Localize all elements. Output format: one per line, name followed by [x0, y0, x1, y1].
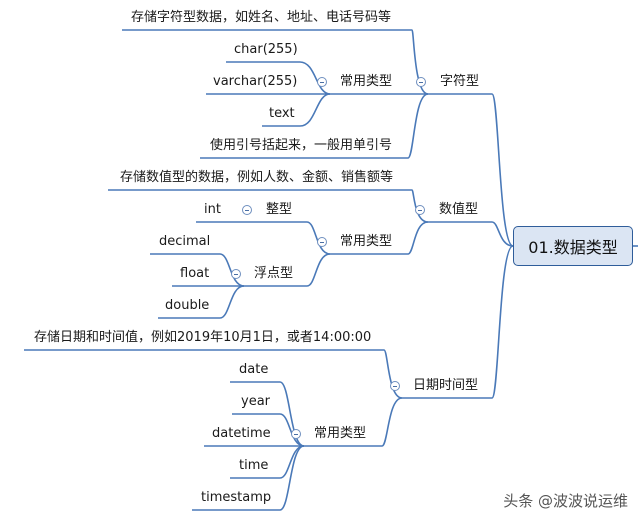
- connector-line: [219, 253, 245, 287]
- datetime-common-label[interactable]: 常用类型: [314, 426, 367, 441]
- datetime-item-year[interactable]: year: [241, 394, 271, 409]
- connector-line: [299, 61, 331, 95]
- datetime-item-timestamp[interactable]: timestamp: [201, 490, 272, 505]
- connector-line: [279, 413, 305, 447]
- connector-line: [219, 285, 245, 319]
- watermark: 头条 @波波说运维: [503, 492, 628, 510]
- datetime-type-desc[interactable]: 存储日期和时间值，例如2019年10月1日，或者14:00:00: [34, 330, 372, 345]
- char-type-desc[interactable]: 存储字符型数据，如姓名、地址、电话号码等: [131, 10, 392, 25]
- char-item-char[interactable]: char(255): [234, 42, 298, 57]
- connector-line: [383, 349, 403, 399]
- connector-line: [407, 221, 429, 255]
- collapse-icon[interactable]: [291, 429, 301, 439]
- numeric-type-label[interactable]: 数值型: [439, 202, 479, 217]
- char-item-varchar[interactable]: varchar(255): [213, 74, 298, 89]
- collapse-icon[interactable]: [317, 237, 327, 247]
- integer-item-int[interactable]: int: [204, 202, 221, 217]
- root-node[interactable]: 01.数据类型: [513, 226, 633, 266]
- collapse-icon[interactable]: [415, 205, 425, 215]
- numeric-type-desc[interactable]: 存储数值型的数据，例如人数、金额、销售额等: [120, 170, 394, 185]
- numeric-common-label[interactable]: 常用类型: [340, 234, 393, 249]
- char-common-label[interactable]: 常用类型: [340, 74, 393, 89]
- char-item-text[interactable]: text: [269, 106, 295, 121]
- connector-line: [299, 93, 331, 127]
- datetime-item-date[interactable]: date: [239, 362, 269, 377]
- float-item-double[interactable]: double: [165, 298, 210, 313]
- datetime-item-datetime[interactable]: datetime: [212, 426, 271, 441]
- connector-line: [279, 445, 305, 511]
- float-item-decimal[interactable]: decimal: [159, 234, 211, 249]
- connector-line: [306, 221, 331, 255]
- connector-line: [411, 29, 429, 95]
- connector-line: [381, 397, 403, 447]
- collapse-icon[interactable]: [390, 381, 400, 391]
- connector-line: [491, 221, 514, 247]
- char-type-label[interactable]: 字符型: [440, 74, 480, 89]
- datetime-item-time[interactable]: time: [239, 458, 269, 473]
- float-label[interactable]: 浮点型: [254, 266, 294, 281]
- char-quote-note[interactable]: 使用引号括起来，一般用单引号: [210, 138, 393, 153]
- collapse-icon[interactable]: [416, 77, 426, 87]
- collapse-icon[interactable]: [317, 77, 327, 87]
- connector-line: [491, 93, 514, 247]
- connector-line: [407, 93, 429, 159]
- integer-label[interactable]: 整型: [266, 202, 293, 217]
- connector-line: [306, 253, 331, 287]
- collapse-icon[interactable]: [231, 269, 241, 279]
- datetime-type-label[interactable]: 日期时间型: [413, 378, 479, 393]
- connector-line: [491, 245, 514, 399]
- float-item-float[interactable]: float: [180, 266, 210, 281]
- collapse-icon[interactable]: [242, 205, 252, 215]
